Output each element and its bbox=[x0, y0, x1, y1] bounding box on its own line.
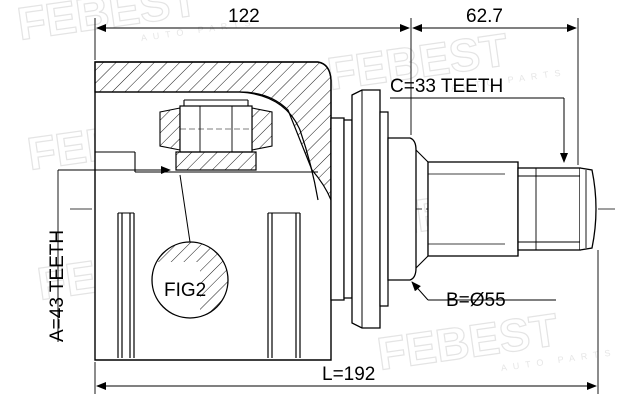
dim-62-7-label: 62.7 bbox=[466, 6, 503, 27]
flange bbox=[330, 89, 429, 329]
fig2-label: FIG2 bbox=[164, 280, 206, 301]
dim-122-label: 122 bbox=[228, 6, 260, 27]
spline-teeth-label: C=33 TEETH bbox=[390, 76, 503, 97]
outer-teeth-callout: A=43 TEETH bbox=[47, 166, 171, 342]
fig2-callout: FIG2 bbox=[151, 174, 229, 319]
diameter-callout: B=Ø55 bbox=[411, 281, 556, 311]
spline-teeth-callout: C=33 TEETH bbox=[390, 76, 568, 163]
outer-teeth-label: A=43 TEETH bbox=[47, 230, 68, 342]
watermark-brand: FEBEST bbox=[14, 0, 201, 50]
dimension-192: L=192 bbox=[94, 250, 599, 394]
diameter-label: B=Ø55 bbox=[446, 290, 506, 311]
splined-shaft bbox=[427, 161, 597, 257]
inner-roller bbox=[159, 99, 273, 173]
dim-192-label: L=192 bbox=[322, 364, 375, 385]
dimension-122: 122 bbox=[94, 6, 412, 135]
dimension-62-7: 62.7 bbox=[412, 6, 579, 165]
